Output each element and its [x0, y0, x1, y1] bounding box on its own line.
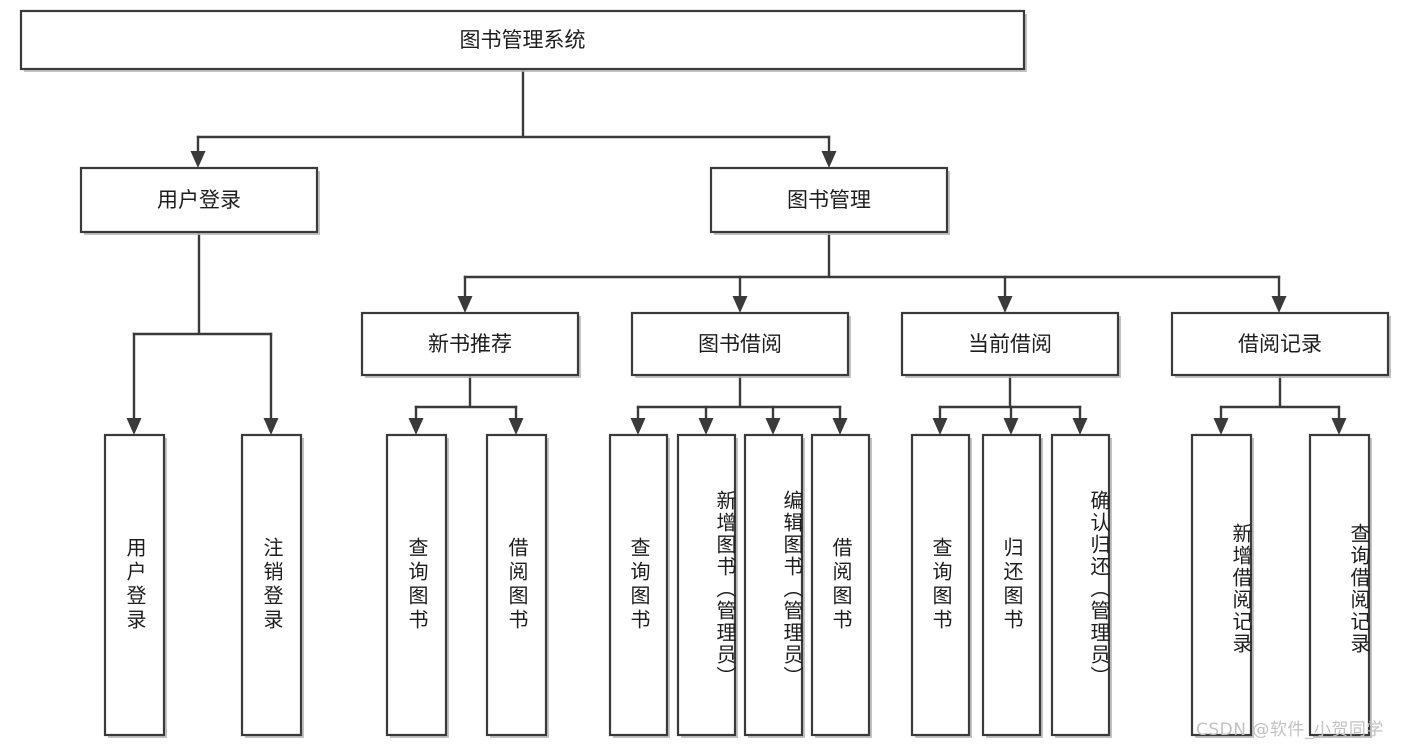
node-label-user-login: 用户登录 [157, 188, 241, 212]
node-rect-leaf-query-borrow-record[interactable] [1308, 433, 1371, 737]
boxes-layer [19, 9, 1391, 738]
conn-bm-to-recommend-arrowhead [457, 296, 473, 313]
conn-borrow-leaf3-arrowhead [765, 418, 781, 435]
node-leaf-user-login[interactable] [103, 433, 167, 738]
conn-user-login-to-leaf2-arrowhead [263, 418, 279, 435]
conn-bm-to-borrow-arrowhead [732, 296, 748, 313]
node-leaf-borrow-book-recommend[interactable] [485, 433, 549, 738]
node-leaf-query-book-borrow[interactable] [608, 433, 670, 738]
node-rect-leaf-query-book-recommend[interactable] [385, 433, 448, 737]
conn-root-to-user-login-arrowhead [190, 151, 206, 168]
node-leaf-borrow-book[interactable] [810, 433, 872, 738]
node-rect-leaf-user-login[interactable] [103, 433, 166, 737]
node-rect-current-borrow[interactable] [900, 311, 1120, 377]
node-rect-system[interactable] [19, 9, 1026, 71]
node-new-book-recommend[interactable] [360, 311, 581, 378]
node-rect-leaf-confirm-return[interactable] [1050, 433, 1111, 737]
node-label-current-borrow: 当前借阅 [968, 332, 1052, 356]
node-user-login[interactable] [79, 166, 320, 235]
node-rect-new-book-recommend[interactable] [360, 311, 580, 377]
conn-borrow-leaf4-arrowhead [832, 418, 848, 435]
conn-current-bus [938, 373, 1082, 409]
conn-recommend-leaf1-arrowhead [408, 418, 424, 435]
node-rect-leaf-borrow-book-recommend[interactable] [485, 433, 548, 737]
conn-records-bus [1219, 373, 1341, 409]
conn-user-login-to-leaf1-arrowhead [126, 418, 142, 435]
node-leaf-query-book-recommend[interactable] [385, 433, 449, 738]
conn-root-to-book-management-arrowhead [821, 151, 837, 168]
node-leaf-edit-book[interactable] [743, 433, 805, 738]
node-rect-leaf-borrow-book[interactable] [810, 433, 871, 737]
node-label-system: 图书管理系统 [460, 28, 586, 52]
node-book-borrow[interactable] [630, 311, 851, 378]
node-rect-leaf-query-book-borrow[interactable] [608, 433, 669, 737]
node-rect-borrow-records[interactable] [1170, 311, 1390, 377]
conn-borrow-leaf1-arrowhead [630, 418, 646, 435]
node-leaf-add-book[interactable] [676, 433, 738, 738]
node-leaf-return-book[interactable] [981, 433, 1043, 738]
node-label-borrow-records: 借阅记录 [1238, 332, 1322, 356]
conn-bm-to-records-arrowhead [1271, 296, 1287, 313]
conn-records-leaf1-arrowhead [1213, 418, 1229, 435]
node-rect-leaf-add-borrow-record[interactable] [1190, 433, 1253, 737]
conn-current-leaf2-arrowhead [1003, 418, 1019, 435]
node-leaf-logout[interactable] [240, 433, 304, 738]
node-system[interactable] [19, 9, 1027, 72]
node-label-book-borrow: 图书借阅 [698, 332, 782, 356]
node-rect-leaf-edit-book[interactable] [743, 433, 804, 737]
node-leaf-confirm-return[interactable] [1050, 433, 1112, 738]
conn-borrow-leaf2-arrowhead [698, 418, 714, 435]
conn-records-leaf2-arrowhead [1331, 418, 1347, 435]
conn-bm-to-current-arrowhead [997, 296, 1013, 313]
node-borrow-records[interactable] [1170, 311, 1391, 378]
node-rect-user-login[interactable] [79, 166, 319, 234]
node-rect-leaf-logout[interactable] [240, 433, 303, 737]
node-label-book-management: 图书管理 [787, 188, 871, 212]
node-leaf-query-book-current[interactable] [910, 433, 972, 738]
conn-current-leaf1-arrowhead [932, 418, 948, 435]
node-current-borrow[interactable] [900, 311, 1121, 378]
connectors-layer [126, 67, 1347, 435]
node-leaf-add-borrow-record[interactable] [1190, 433, 1254, 738]
node-leaf-query-borrow-record[interactable] [1308, 433, 1372, 738]
node-book-management[interactable] [709, 166, 950, 235]
conn-borrow-bus [636, 373, 842, 409]
node-rect-book-borrow[interactable] [630, 311, 850, 377]
conn-current-leaf3-arrowhead [1072, 418, 1088, 435]
conn-recommend-leaf2-arrowhead [508, 418, 524, 435]
node-rect-leaf-return-book[interactable] [981, 433, 1042, 737]
conn-root-bus [196, 67, 831, 139]
node-rect-leaf-add-book[interactable] [676, 433, 737, 737]
conn-recommend-bus [414, 373, 518, 409]
conn-book-management-bus [463, 230, 1281, 279]
node-rect-leaf-query-book-current[interactable] [910, 433, 971, 737]
csdn-watermark: CSDN @软件_小贺同学 [1196, 720, 1384, 740]
node-label-new-book-recommend: 新书推荐 [428, 332, 512, 356]
conn-user-login-bus [132, 230, 273, 336]
node-rect-book-management[interactable] [709, 166, 949, 234]
